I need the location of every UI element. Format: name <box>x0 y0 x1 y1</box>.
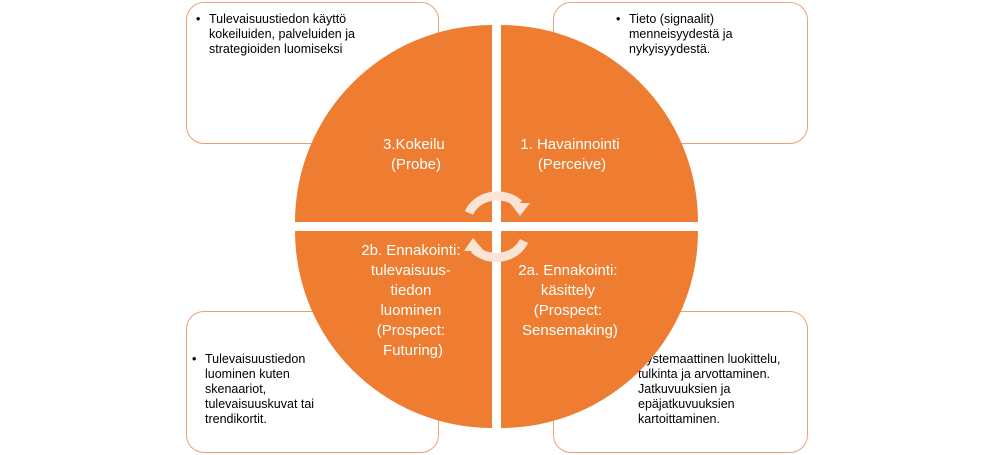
quadrant-label-sensemaking: 2a. Ennakointi: käsittely (Prospect: Sen… <box>518 262 621 339</box>
note-text-sensemaking: Systemaattinen luokittelu, tulkinta ja a… <box>638 352 781 426</box>
note-text-futuring: Tulevaisuustiedon luominen kuten skenaar… <box>191 352 428 427</box>
quadrant-label-futuring: 2b. Ennakointi: tulevaisuus- tiedon luom… <box>361 242 464 359</box>
quadrant-label-perceive: 1. Havainnointi (Perceive) <box>520 136 623 173</box>
cycle-arrowhead-lower <box>464 238 484 251</box>
cycle-arrow-lower <box>470 238 529 262</box>
cycle-arrowhead-upper <box>510 203 530 216</box>
quadrant-futuring <box>295 231 492 428</box>
note-text-perceive: Tieto (signaalit) menneisyydestä ja nyky… <box>615 12 797 57</box>
circular-arrows-icon <box>464 191 530 262</box>
quadrant-label-probe: 3.Kokeilu (Probe) <box>383 136 449 173</box>
quadrant-probe <box>295 25 492 222</box>
cycle-arrow-upper <box>464 191 523 216</box>
quadrant-sensemaking <box>501 231 698 428</box>
note-text-probe: Tulevaisuustiedon käyttö kokeiluiden, pa… <box>195 12 428 57</box>
quadrant-perceive <box>501 25 698 222</box>
